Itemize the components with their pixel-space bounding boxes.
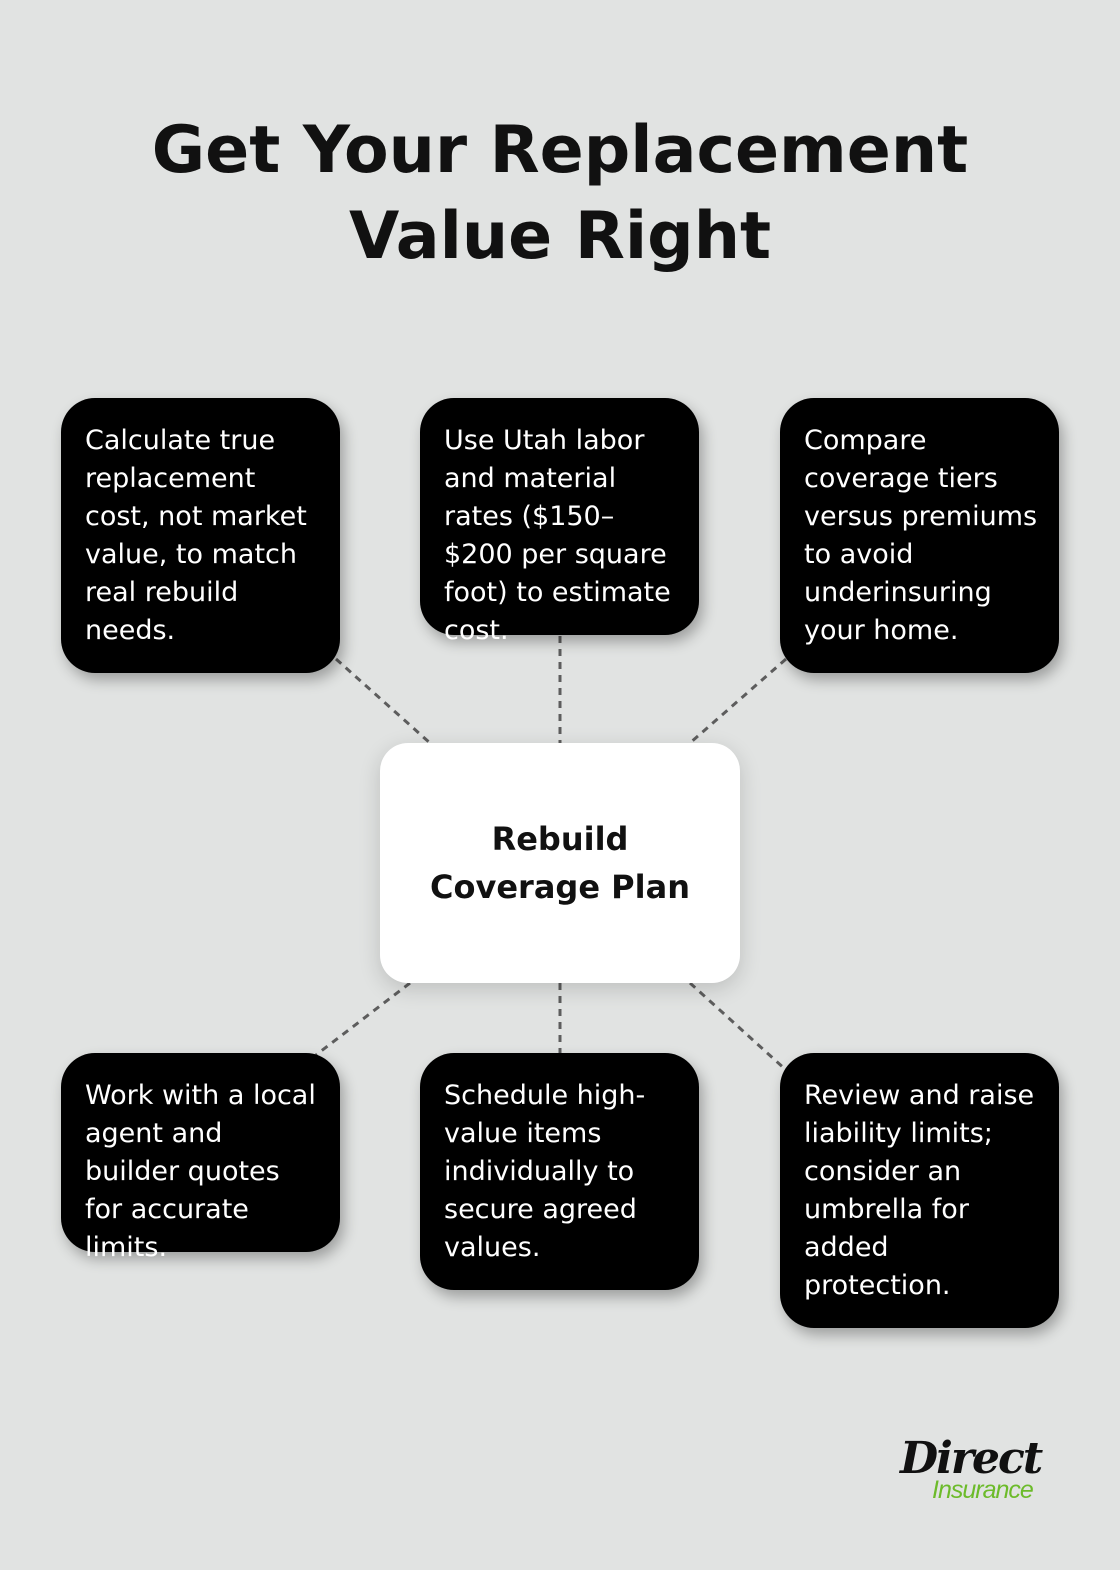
page-title: Get Your Replacement Value Right bbox=[151, 113, 969, 274]
card-text: Review and raise liability limits; consi… bbox=[804, 1080, 1035, 1301]
center-label: Rebuild Coverage Plan bbox=[430, 820, 690, 906]
card-compare-coverage-tiers: Compare coverage tiers versus premiums t… bbox=[780, 398, 1059, 673]
card-text: Calculate true replacement cost, not mar… bbox=[85, 425, 307, 646]
card-text: Work with a local agent and builder quot… bbox=[85, 1080, 316, 1263]
card-local-agent: Work with a local agent and builder quot… bbox=[61, 1053, 340, 1263]
card-text: Compare coverage tiers versus premiums t… bbox=[804, 425, 1038, 646]
card-liability-limits: Review and raise liability limits; consi… bbox=[780, 1053, 1059, 1328]
card-schedule-high-value-items: Schedule high-value items individually t… bbox=[420, 1053, 699, 1290]
brand-logo: Direct Insurance bbox=[900, 1432, 1050, 1512]
card-calculate-replacement-cost: Calculate true replacement cost, not mar… bbox=[61, 398, 340, 673]
connector-top-left bbox=[335, 657, 431, 745]
logo-wordmark-insurance: Insurance bbox=[932, 1476, 1034, 1504]
connector-bottom-right bbox=[688, 981, 788, 1072]
center-node: Rebuild Coverage Plan bbox=[380, 743, 740, 983]
connector-top-right bbox=[689, 657, 787, 745]
card-text: Schedule high-value items individually t… bbox=[444, 1080, 646, 1263]
logo-wordmark-direct: Direct bbox=[900, 1433, 1043, 1484]
card-utah-rates: Use Utah labor and material rates ($150–… bbox=[420, 398, 699, 646]
connector-bottom-left bbox=[315, 981, 411, 1057]
card-text: Use Utah labor and material rates ($150–… bbox=[444, 425, 671, 646]
